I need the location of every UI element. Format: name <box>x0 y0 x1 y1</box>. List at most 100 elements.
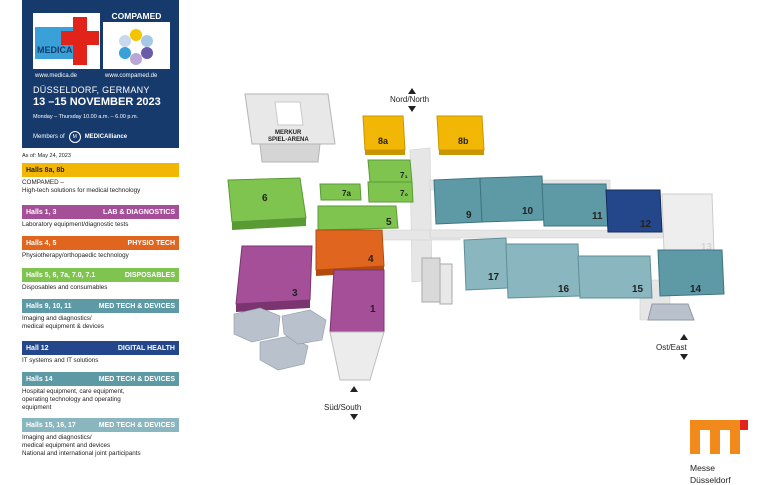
legend-halls: Hall 12 <box>26 344 49 352</box>
south-arrow-down-icon <box>350 414 358 420</box>
legend-description: IT systems and IT solutions <box>22 357 182 365</box>
legend-description-line: medical equipment and devices <box>22 442 111 449</box>
legend-description-line: operating technology and operating <box>22 396 121 403</box>
hall-14[interactable]: 14 <box>657 249 725 297</box>
hall-13[interactable]: 13 <box>661 193 715 253</box>
hall-13-label: 13 <box>701 242 713 253</box>
hall-11[interactable]: 11 <box>541 183 609 227</box>
event-city: DÜSSELDORF, GERMANY <box>33 85 150 95</box>
legend-category: LAB & DIAGNOSTICS <box>103 208 175 216</box>
legend-bar: Halls 5, 6, 7a, 7.0, 7.1 DISPOSABLES <box>22 268 179 282</box>
legend-description: Physiotherapy/orthopaedic technology <box>22 252 182 260</box>
hall-15[interactable]: 15 <box>577 255 653 299</box>
hall-3[interactable]: 3 <box>235 245 313 312</box>
medica-cross-icon <box>35 17 99 65</box>
legend-bar: Halls 1, 3 LAB & DIAGNOSTICS <box>22 205 179 219</box>
alliance-name: MEDICAlliance <box>84 134 128 140</box>
hall-12[interactable]: 12 <box>605 189 663 233</box>
legend-halls: Halls 15, 16, 17 <box>26 421 76 429</box>
legend-description-line: equipment <box>22 404 52 411</box>
hall-8b-label: 8b <box>458 136 469 146</box>
legend-description-line: Disposables and consumables <box>22 284 108 291</box>
south-arrow-up-icon <box>350 386 358 392</box>
event-dates: 13 –15 NOVEMBER 2023 <box>33 96 161 108</box>
hall-14-label: 14 <box>690 284 702 295</box>
legend-description-line: Imaging and diagnostics/ <box>22 434 92 441</box>
legend-halls: Halls 14 <box>26 375 53 383</box>
hall-4[interactable]: 4 <box>315 229 385 276</box>
north-label: Nord/North <box>390 95 429 104</box>
east-label: Ost/East <box>656 343 687 352</box>
legend-bar: Halls 14 MED TECH & DEVICES <box>22 372 179 386</box>
hall-9-label: 9 <box>466 210 472 221</box>
east-arrow-up-icon <box>680 334 688 340</box>
compamed-flower-icon <box>119 29 153 65</box>
members-line: Members of M MEDICAlliance <box>33 131 127 143</box>
legend-category: DISPOSABLES <box>124 271 175 279</box>
legend-description-line: IT systems and IT solutions <box>22 357 99 364</box>
hall-7a-label: 7a <box>342 189 351 198</box>
legend-description-line: COMPAMED – <box>22 179 64 186</box>
legend-category: DIGITAL HEALTH <box>117 344 175 352</box>
messe-m-icon <box>690 420 748 454</box>
hall-5[interactable]: 5 <box>317 205 399 231</box>
medica-url[interactable]: www.medica.de <box>35 73 78 79</box>
legend-halls: Halls 9, 10, 11 <box>26 302 72 310</box>
hall-11-label: 11 <box>592 211 603 222</box>
legend-halls: Halls 8a, 8b <box>26 166 65 174</box>
hall-1[interactable]: 1 <box>329 269 385 381</box>
hall-8b[interactable]: 8b <box>436 115 485 155</box>
hall-7-0[interactable]: 7₀ <box>367 181 414 203</box>
legend-halls: Halls 1, 3 <box>26 208 57 216</box>
hall-7-1[interactable]: 7₁ <box>367 159 413 183</box>
hall-15-label: 15 <box>632 284 644 295</box>
compass-south: Süd/South <box>324 386 361 420</box>
hall-5-label: 5 <box>386 217 392 228</box>
hall-9[interactable]: 9 <box>433 177 483 225</box>
hall-17[interactable]: 17 <box>463 237 509 291</box>
hall-7-0-label: 7₀ <box>400 189 408 198</box>
hall-6[interactable]: 6 <box>227 177 307 230</box>
hall-map: MERKUR SPIEL-ARENA 8a 8b 6 7a 7₁ 7₀ 5 4 <box>227 88 725 420</box>
legend-halls: Halls 5, 6, 7a, 7.0, 7.1 <box>26 271 96 279</box>
hall-6-label: 6 <box>262 193 268 204</box>
compamed-url[interactable]: www.compamed.de <box>105 73 158 79</box>
legend-bar: Hall 12 DIGITAL HEALTH <box>22 341 179 355</box>
hall-12-label: 12 <box>640 219 652 230</box>
hall-7-1-label: 7₁ <box>400 171 408 180</box>
legend-description: Disposables and consumables <box>22 284 182 292</box>
legend-bar: Halls 9, 10, 11 MED TECH & DEVICES <box>22 299 179 313</box>
medica-logo-text: MEDICA <box>37 45 73 55</box>
hall-16-label: 16 <box>558 284 570 295</box>
hall-10[interactable]: 10 <box>479 175 545 223</box>
hall-10-label: 10 <box>522 206 534 217</box>
hall-3-label: 3 <box>292 288 298 299</box>
hall-16[interactable]: 16 <box>505 243 581 299</box>
north-arrow-down-icon <box>408 106 416 112</box>
medicalliance-icon: M <box>68 131 81 143</box>
hall-4-label: 4 <box>368 254 374 265</box>
messe-line2: Düsseldorf <box>690 475 731 485</box>
legend-description-line: Physiotherapy/orthopaedic technology <box>22 252 129 259</box>
legend-category: MED TECH & DEVICES <box>98 302 175 310</box>
merkur-spiel-arena: MERKUR SPIEL-ARENA <box>244 93 336 163</box>
legend-description-line: Imaging and diagnostics/ <box>22 315 92 322</box>
messe-duesseldorf-logo: Messe Düsseldorf <box>690 420 760 485</box>
east-arrow-down-icon <box>680 354 688 360</box>
arena-label-line1: MERKUR <box>275 130 302 136</box>
hall-7a[interactable]: 7a <box>319 183 362 201</box>
hall-1-label: 1 <box>370 304 376 315</box>
legend-category: MED TECH & DEVICES <box>98 375 175 383</box>
legend-halls: Halls 4, 5 <box>26 239 57 247</box>
legend-description: Imaging and diagnostics/medical equipmen… <box>22 315 182 331</box>
legend-description: Laboratory equipment/diagnostic tests <box>22 221 182 229</box>
legend-category: PHYSIO TECH <box>127 239 175 247</box>
members-label: Members of <box>33 134 65 140</box>
event-hours: Monday – Thursday 10.00 a.m. – 6.00 p.m. <box>33 114 139 120</box>
legend-description: Imaging and diagnostics/medical equipmen… <box>22 434 182 458</box>
legend-description-line: High-tech solutions for medical technolo… <box>22 187 141 194</box>
legend-bar: Halls 4, 5 PHYSIO TECH <box>22 236 179 250</box>
tower-building <box>421 257 453 305</box>
hall-8a[interactable]: 8a <box>362 115 406 155</box>
medica-logo: MEDICA <box>33 13 100 69</box>
